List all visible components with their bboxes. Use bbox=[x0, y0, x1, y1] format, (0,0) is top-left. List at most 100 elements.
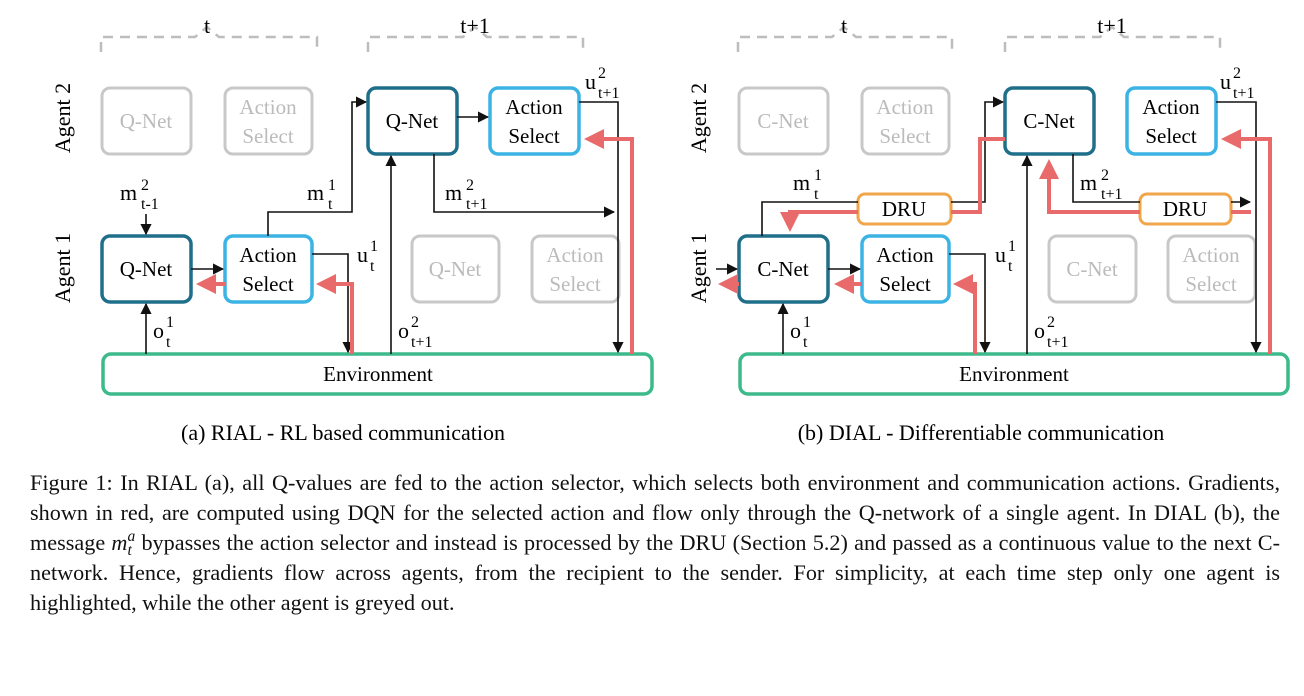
agent2-action-b-line2: Select bbox=[1145, 124, 1196, 148]
label-m-t1-2-b: m 2 t+1 bbox=[1080, 167, 1122, 203]
grey-qnet-box bbox=[100, 86, 193, 156]
svg-text:m: m bbox=[307, 180, 324, 205]
svg-text:m: m bbox=[120, 180, 137, 205]
svg-text:m: m bbox=[445, 180, 462, 205]
agent1-label-b: Agent 1 bbox=[686, 233, 711, 303]
svg-text:o: o bbox=[790, 318, 801, 343]
environment-box bbox=[101, 352, 654, 396]
agent1-label: Agent 1 bbox=[50, 233, 75, 303]
agent1-action-line1: Action bbox=[239, 243, 297, 267]
label-m-t1-2: m 2 t+1 bbox=[445, 177, 487, 213]
subcaption-a: (a) RIAL - RL based communication bbox=[181, 420, 505, 445]
label-u-t1-2-b: u 2 t+1 bbox=[1220, 65, 1254, 102]
subcaption-b: (b) DIAL - Differentiable communication bbox=[798, 420, 1165, 445]
grey-action-line2-2: Select bbox=[549, 272, 600, 296]
brace-t1-b bbox=[1003, 25, 1222, 52]
grey-cnet-box bbox=[737, 86, 830, 156]
caption-part2: bypasses the action selector and instead… bbox=[30, 530, 1280, 616]
svg-text:u: u bbox=[357, 242, 368, 267]
grey-action-box-2 bbox=[530, 234, 621, 304]
dru-label-2: DRU bbox=[1163, 197, 1207, 221]
grey-action-b-line2: Select bbox=[879, 124, 930, 148]
environment-label-b: Environment bbox=[959, 362, 1069, 386]
svg-text:t+1: t+1 bbox=[411, 334, 432, 351]
svg-text:1: 1 bbox=[803, 314, 811, 331]
caption-part1: Figure 1: In RIAL (a), all Q-values are … bbox=[30, 470, 1280, 555]
panel-a-rial: t t+1 Agent 2 Agent 1 Q-Net Action Selec… bbox=[50, 13, 654, 445]
svg-text:2: 2 bbox=[411, 314, 419, 331]
label-o-t1-2: o 2 t+1 bbox=[398, 314, 432, 351]
svg-text:t-1: t-1 bbox=[141, 196, 159, 213]
figure-caption: Figure 1: In RIAL (a), all Q-values are … bbox=[30, 468, 1280, 618]
grey-cnet-label: C-Net bbox=[757, 109, 808, 133]
grey-qnet-box-2 bbox=[410, 234, 501, 304]
label-u-t1-2: u 2 t+1 bbox=[585, 65, 619, 102]
svg-text:2: 2 bbox=[1233, 65, 1241, 82]
label-m-t-1-b: m 1 t bbox=[793, 167, 822, 203]
grey-action-line1: Action bbox=[239, 95, 297, 119]
agent2-cnet-box bbox=[1003, 86, 1096, 156]
agent1-qnet-label: Q-Net bbox=[120, 257, 173, 281]
svg-text:o: o bbox=[398, 318, 409, 343]
svg-text:2: 2 bbox=[1047, 314, 1055, 331]
label-u-t-1-b: u 1 t bbox=[995, 238, 1016, 275]
svg-text:2: 2 bbox=[141, 177, 149, 194]
environment-label: Environment bbox=[323, 362, 433, 386]
time-label-t1: t+1 bbox=[460, 13, 490, 38]
svg-text:t: t bbox=[328, 196, 333, 213]
svg-text:2: 2 bbox=[466, 177, 474, 194]
svg-text:t+1: t+1 bbox=[1233, 85, 1254, 102]
brace-t bbox=[99, 25, 319, 52]
agent1-cnet-label: C-Net bbox=[757, 257, 808, 281]
brace-t1 bbox=[366, 25, 585, 52]
svg-text:1: 1 bbox=[166, 314, 174, 331]
dru-label-1: DRU bbox=[882, 197, 926, 221]
time-label-t: t bbox=[204, 13, 210, 38]
svg-text:o: o bbox=[1034, 318, 1045, 343]
svg-text:u: u bbox=[585, 69, 596, 94]
svg-text:o: o bbox=[153, 318, 164, 343]
svg-text:t: t bbox=[166, 334, 171, 351]
dru-box-1 bbox=[856, 192, 953, 226]
svg-text:1: 1 bbox=[814, 167, 822, 184]
grey-action-box-b bbox=[860, 86, 951, 156]
grey-qnet-label: Q-Net bbox=[120, 109, 173, 133]
panel-b-dial: t t+1 Agent 2 Agent 1 C-Net Action Selec… bbox=[686, 13, 1290, 445]
grey-action-b-2-line1: Action bbox=[1182, 243, 1240, 267]
svg-text:t+1: t+1 bbox=[598, 85, 619, 102]
agent2-action-line2: Select bbox=[508, 124, 559, 148]
svg-text:m: m bbox=[793, 170, 810, 195]
grey-cnet-label-2: C-Net bbox=[1066, 257, 1117, 281]
grey-action-line1-2: Action bbox=[546, 243, 604, 267]
agent2-label-b: Agent 2 bbox=[686, 83, 711, 153]
agent2-cnet-label: C-Net bbox=[1023, 109, 1074, 133]
label-o-t-1-b: o 1 t bbox=[790, 314, 811, 351]
svg-text:m: m bbox=[1080, 170, 1097, 195]
grey-cnet-box-2 bbox=[1047, 234, 1138, 304]
svg-text:2: 2 bbox=[1101, 167, 1109, 184]
svg-text:t: t bbox=[803, 334, 808, 351]
agent2-action-box bbox=[488, 86, 581, 156]
grey-qnet-label-2: Q-Net bbox=[429, 257, 482, 281]
grey-action-line2: Select bbox=[242, 124, 293, 148]
agent2-action-b-line1: Action bbox=[1142, 95, 1200, 119]
agent2-action-box-b bbox=[1125, 86, 1218, 156]
agent2-qnet-label: Q-Net bbox=[386, 109, 439, 133]
svg-text:t+1: t+1 bbox=[1047, 334, 1068, 351]
agent1-action-b-line1: Action bbox=[876, 243, 934, 267]
svg-text:u: u bbox=[995, 242, 1006, 267]
svg-text:t: t bbox=[1008, 258, 1013, 275]
agent2-action-line1: Action bbox=[505, 95, 563, 119]
svg-text:t+1: t+1 bbox=[466, 196, 487, 213]
label-m-t-1-2: m 2 t-1 bbox=[120, 177, 159, 213]
svg-text:1: 1 bbox=[1008, 238, 1016, 255]
grey-action-b-line1: Action bbox=[876, 95, 934, 119]
svg-text:t: t bbox=[370, 258, 375, 275]
label-o-t1-2-b: o 2 t+1 bbox=[1034, 314, 1068, 351]
label-u-t-1: u 1 t bbox=[357, 238, 378, 275]
agent1-action-b-line2: Select bbox=[879, 272, 930, 296]
label-m-t-1: m 1 t bbox=[307, 177, 336, 213]
figure-diagram: t t+1 Agent 2 Agent 1 Q-Net Action Selec… bbox=[50, 13, 1290, 445]
svg-text:t: t bbox=[814, 186, 819, 203]
